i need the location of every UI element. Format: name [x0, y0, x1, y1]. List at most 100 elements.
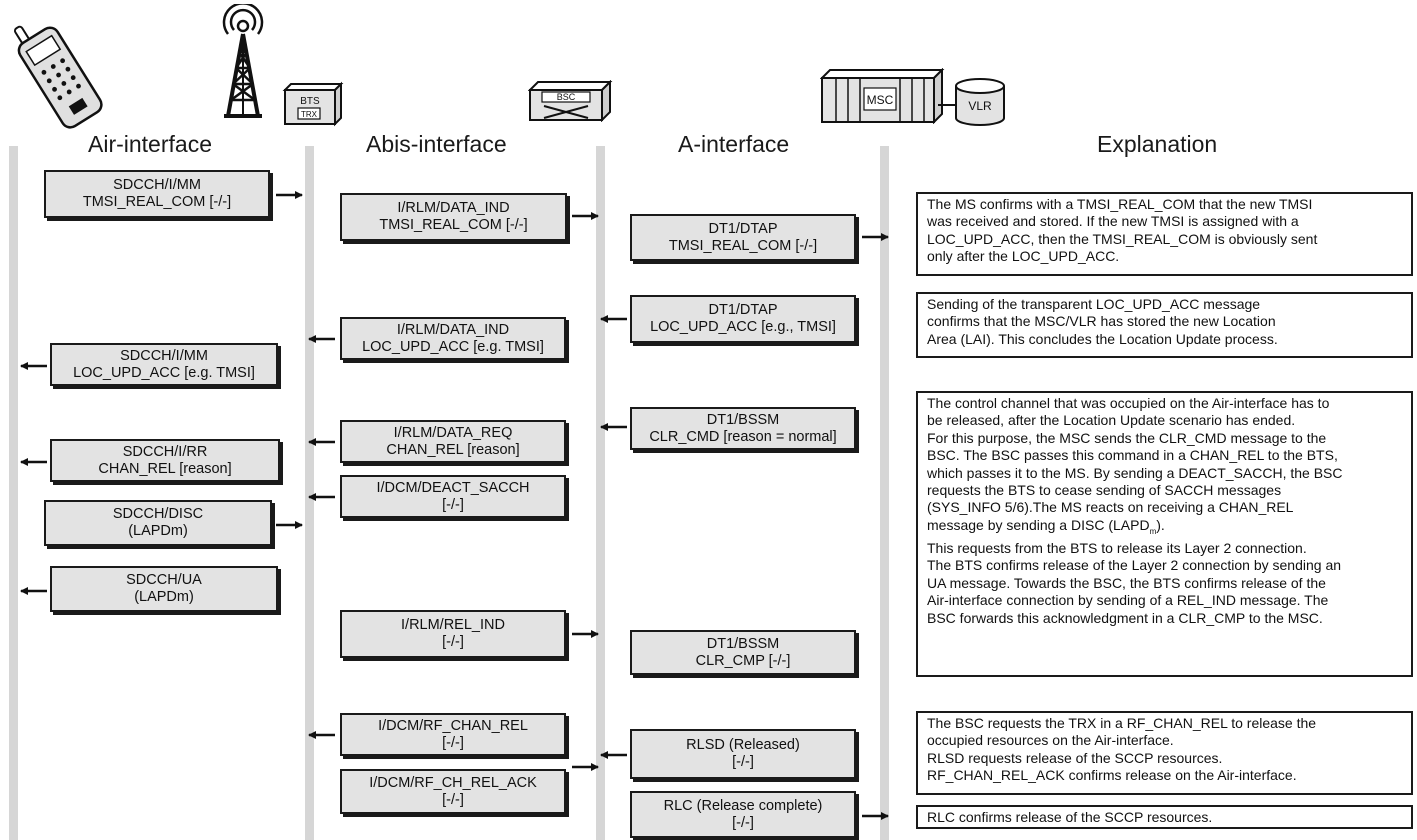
explanation-line: LOC_UPD_ACC, then the TMSI_REAL_COM is o… — [927, 230, 1318, 247]
message-line: CLR_CMP [-/-] — [695, 652, 791, 669]
explanation-line: BSC. The BSC passes this command in a CH… — [927, 447, 1338, 464]
vlr-database-icon: VLR — [938, 78, 1005, 126]
message-line: [-/-] — [442, 734, 464, 751]
message-line: I/DCM/RF_CHAN_REL — [378, 717, 528, 734]
message-line: [-/-] — [442, 496, 464, 513]
message-line: SDCCH/UA — [126, 572, 202, 588]
explanation-box: Sending of the transparent LOC_UPD_ACC m… — [916, 292, 1413, 358]
explanation-line: message by sending a DISC (LAPDm). — [927, 517, 1402, 540]
explanation-line: only after the LOC_UPD_ACC. — [927, 248, 1120, 265]
message-line: DT1/BSSM — [706, 635, 780, 652]
abis-message-box: I/RLM/DATA_IND TMSI_REAL_COM [-/-] — [340, 193, 567, 241]
message-line: [-/-] — [442, 634, 464, 650]
message-line: CHAN_REL [reason] — [98, 460, 232, 477]
mobile-phone-icon — [13, 25, 103, 129]
message-line: TMSI_REAL_COM [-/-] — [668, 237, 818, 254]
message-line: CLR_CMD [reason = normal] — [649, 428, 837, 445]
message-line: I/RLM/DATA_IND — [397, 200, 510, 216]
explanation-line: occupied resources on the Air-interface. — [927, 732, 1174, 749]
message-line: CHAN_REL [reason] — [386, 441, 520, 458]
message-line: I/DCM/RF_CH_REL_ACK — [369, 774, 537, 791]
explanation-line: was received and stored. If the new TMSI… — [927, 213, 1299, 230]
abis-message-box: I/RLM/DATA_IND LOC_UPD_ACC [e.g. TMSI] — [340, 317, 566, 360]
explanation-line: Sending of the transparent LOC_UPD_ACC m… — [927, 296, 1261, 312]
explanation-box: The BSC requests the TRX in a RF_CHAN_RE… — [916, 711, 1413, 795]
message-line: LOC_UPD_ACC [e.g. TMSI] — [73, 364, 255, 381]
explanation-line: BSC forwards this acknowledgment in a CL… — [927, 609, 1323, 626]
air-message-box: SDCCH/DISC (LAPDm) — [44, 500, 272, 546]
message-line: DT1/DTAP — [708, 220, 778, 237]
bts-antenna-icon: BTS TRX — [222, 4, 344, 127]
message-line: RLC (Release complete) — [663, 797, 823, 814]
a-message-box: DT1/DTAP LOC_UPD_ACC [e.g., TMSI] — [630, 295, 856, 343]
message-line: I/RLM/DATA_IND — [396, 321, 510, 338]
trx-label: TRX — [301, 110, 318, 119]
explanation-line: UA message. Towards the BSC, the BTS con… — [927, 574, 1326, 591]
explanation-line: confirms that the MSC/VLR has stored the… — [927, 313, 1276, 330]
a-message-box: DT1/BSSM CLR_CMD [reason = normal] — [630, 407, 856, 450]
a-interface-lane — [596, 146, 605, 840]
msc-label: MSC — [867, 93, 894, 107]
a-message-box: RLSD (Released) [-/-] — [630, 729, 856, 779]
message-line: [-/-] — [732, 814, 754, 831]
message-line: [-/-] — [732, 754, 754, 770]
message-line: I/DCM/DEACT_SACCH — [376, 479, 530, 496]
bsc-icon: BSC — [528, 80, 613, 122]
message-line: RLSD (Released) — [686, 737, 800, 753]
message-line: DT1/BSSM — [706, 411, 780, 428]
abis-message-box: I/DCM/DEACT_SACCH [-/-] — [340, 475, 566, 518]
explanation-line: be released, after the Location Update s… — [927, 412, 1296, 429]
explanation-line: The BSC requests the TRX in a RF_CHAN_RE… — [927, 715, 1317, 731]
air-message-box: SDCCH/I/RR CHAN_REL [reason] — [50, 439, 280, 482]
air-interface-lane — [9, 146, 18, 840]
explanation-header: Explanation — [1097, 131, 1218, 157]
explanation-line: RF_CHAN_REL_ACK confirms release on the … — [927, 767, 1297, 784]
explanation-line: RLC confirms release of the SCCP resourc… — [927, 809, 1213, 825]
message-line: LOC_UPD_ACC [e.g., TMSI] — [650, 319, 836, 335]
a-interface-header: A-interface — [678, 131, 790, 157]
message-line: TMSI_REAL_COM [-/-] — [82, 194, 232, 210]
explanation-box: The MS confirms with a TMSI_REAL_COM tha… — [916, 192, 1413, 276]
message-line: I/RLM/DATA_REQ — [393, 424, 513, 441]
lapd-text: message by sending a DISC (LAPD — [927, 516, 1150, 533]
explanation-line: This requests from the BTS to release it… — [927, 540, 1307, 557]
abis-message-box: I/DCM/RF_CH_REL_ACK [-/-] — [340, 769, 566, 814]
message-line: SDCCH/I/MM — [120, 347, 208, 364]
explanation-line: The BTS confirms release of the Layer 2 … — [927, 557, 1342, 574]
air-message-box: SDCCH/I/MM LOC_UPD_ACC [e.g. TMSI] — [50, 343, 278, 386]
a-message-box: RLC (Release complete) [-/-] — [630, 791, 856, 838]
explanation-line: For this purpose, the MSC sends the CLR_… — [927, 429, 1327, 446]
message-line: LOC_UPD_ACC [e.g. TMSI] — [362, 338, 544, 355]
explanation-box: RLC confirms release of the SCCP resourc… — [916, 805, 1413, 829]
message-line: I/RLM/REL_IND — [401, 617, 505, 633]
explanation-line: which passes it to the MS. By sending a … — [927, 464, 1343, 481]
air-interface-header: Air-interface — [88, 131, 212, 157]
explanation-line: Area (LAI). This concludes the Location … — [927, 330, 1278, 347]
explanation-line: The MS confirms with a TMSI_REAL_COM tha… — [927, 196, 1313, 212]
a-message-box: DT1/BSSM CLR_CMP [-/-] — [630, 630, 856, 675]
abis-message-box: I/RLM/REL_IND [-/-] — [340, 610, 566, 658]
vlr-label: VLR — [968, 99, 992, 113]
abis-message-box: I/DCM/RF_CHAN_REL [-/-] — [340, 713, 566, 756]
lapd-close: ). — [1156, 516, 1165, 533]
message-line: SDCCH/I/RR — [122, 443, 208, 460]
explanation-line: (SYS_INFO 5/6).The MS reacts on receivin… — [927, 499, 1294, 516]
air-message-box: SDCCH/I/MM TMSI_REAL_COM [-/-] — [44, 170, 270, 218]
message-line: DT1/DTAP — [708, 302, 778, 318]
abis-interface-header: Abis-interface — [366, 131, 507, 157]
lapd-subscript: m — [1149, 526, 1157, 536]
message-line: (LAPDm) — [134, 589, 194, 605]
air-message-box: SDCCH/UA (LAPDm) — [50, 566, 278, 612]
explanation-line: The control channel that was occupied on… — [927, 395, 1330, 411]
abis-message-box: I/RLM/DATA_REQ CHAN_REL [reason] — [340, 420, 566, 463]
bts-label: BTS — [300, 96, 320, 107]
message-line: (LAPDm) — [128, 523, 188, 539]
explanation-line: RLSD requests release of the SCCP resour… — [927, 749, 1223, 766]
msc-icon: MSC — [820, 68, 945, 124]
explanation-line: requests the BTS to cease sending of SAC… — [927, 482, 1282, 499]
explanation-lane — [880, 146, 889, 840]
message-line: SDCCH/I/MM — [113, 177, 201, 193]
message-line: TMSI_REAL_COM [-/-] — [379, 217, 528, 233]
explanation-box: The control channel that was occupied on… — [916, 391, 1413, 677]
